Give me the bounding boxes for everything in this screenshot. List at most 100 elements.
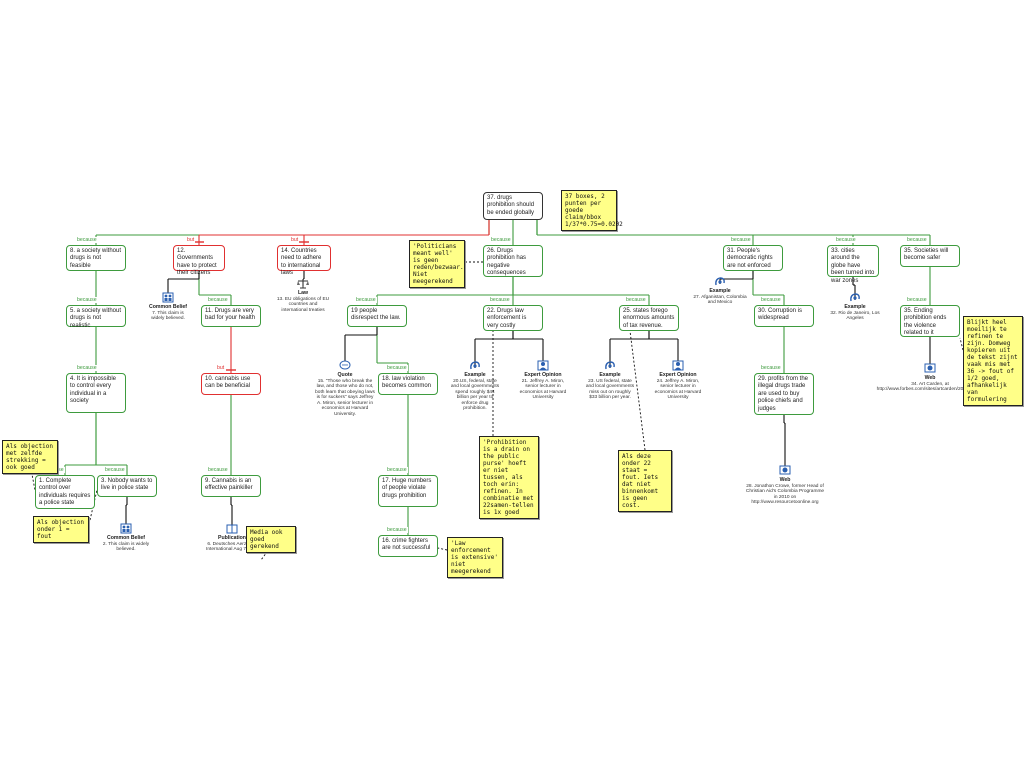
claim-text: 8. a society without drugs is not feasib… — [70, 248, 122, 269]
relation-label: because — [625, 297, 647, 303]
claim-text: 12. Governments have to protect their ci… — [177, 248, 217, 277]
claim-box-n10[interactable]: 10. cannabis use can be beneficial — [201, 373, 261, 395]
evidence-type: Example — [844, 304, 866, 310]
evidence-type: Example — [599, 372, 621, 378]
relation-label: because — [207, 467, 229, 473]
evidence-text: 34. Art Carden, at http://www.forbes.com… — [876, 381, 984, 393]
claim-text: 10. cannabis use can be beneficial — [205, 376, 251, 390]
people-icon — [162, 290, 174, 303]
evidence-text: 20.US, federal, state and local governme… — [450, 378, 500, 412]
grading-note[interactable]: 37 boxes, 2 punten per goede claim/bbox … — [561, 190, 623, 231]
evidence-type: Publication — [218, 535, 246, 541]
book-icon — [226, 521, 238, 534]
claim-text: 19 people disrespect the law. — [351, 308, 401, 322]
claim-box-n22[interactable]: 22. Drugs law enforcement is very costly — [483, 305, 543, 331]
example-icon — [849, 290, 861, 302]
claim-text: 9. Cannabis is an effective painkiller — [205, 478, 253, 492]
claim-box-n35[interactable]: 35. Societies will become safer — [900, 245, 960, 267]
evidence-text: 24. Jeffrey A. Miron, senior lecturer in… — [654, 378, 702, 401]
claim-box-n8[interactable]: 8. a society without drugs is not feasib… — [66, 245, 126, 271]
claim-box-n30[interactable]: 30. Corruption is widespread — [754, 305, 814, 327]
people-icon — [120, 521, 132, 534]
grading-note[interactable]: Als objection onder 1 = fout — [33, 516, 89, 543]
claim-box-n33[interactable]: 33. cities around the globe have been tu… — [827, 245, 879, 284]
claim-box-n5[interactable]: 5. a society without drugs is not realis… — [66, 305, 126, 329]
claim-box-n12[interactable]: 12. Governments have to protect their ci… — [173, 245, 225, 276]
example-icon — [604, 358, 616, 370]
claim-text: 35. Ending prohibition ends the violence… — [904, 308, 947, 337]
example-icon — [714, 274, 726, 286]
claim-text: 37. drugs prohibition should be ended gl… — [487, 195, 535, 216]
relation-label: because — [490, 237, 512, 243]
relation-label: because — [76, 365, 98, 371]
grading-note[interactable]: 'Politicians meant well' is geen reden/b… — [409, 240, 465, 288]
claim-box-n17[interactable]: 17. Huge numbers of people violate drugs… — [378, 475, 438, 507]
claim-box-n35b[interactable]: 35. Ending prohibition ends the violence… — [900, 305, 960, 337]
claim-box-n26[interactable]: 26. Drugs prohibition has negative conse… — [483, 245, 543, 277]
claim-box-n4[interactable]: 4. It is impossible to control every ind… — [66, 373, 126, 413]
claim-box-n19[interactable]: 19 people disrespect the law. — [347, 305, 407, 327]
relation-label: because — [489, 297, 511, 303]
grading-note[interactable]: Als deze onder 22 staat = fout. Iets dat… — [618, 450, 672, 512]
claim-text: 29. profits from the illegal drugs trade… — [758, 376, 809, 412]
example-icon — [469, 358, 481, 370]
relation-label: but — [216, 365, 226, 371]
claim-box-n18[interactable]: 18. law violation becomes common — [378, 373, 438, 395]
claim-text: 25. states forego enormous amounts of ta… — [623, 308, 675, 329]
connector — [89, 489, 98, 521]
claim-text: 22. Drugs law enforcement is very costly — [487, 308, 527, 329]
evidence-text: 15. "Those who break the law, and those … — [315, 378, 375, 418]
claim-text: 5. a society without drugs is not realis… — [70, 308, 122, 329]
claim-box-n31[interactable]: 31. People's democratic rights are not e… — [723, 245, 783, 271]
evidence-text: 7. This claim is widely believed. — [151, 310, 185, 322]
claim-box-n25[interactable]: 25. states forego enormous amounts of ta… — [619, 305, 679, 331]
evidence-text: 21. Jeffrey A. Miron, senior lecturer in… — [519, 378, 567, 401]
connector — [437, 547, 448, 551]
claim-box-n11[interactable]: 11. Drugs are very bad for your health — [201, 305, 261, 327]
claim-box-n37[interactable]: 37. drugs prohibition should be ended gl… — [483, 192, 543, 220]
evidence-text: 28. Jonathon Crowe, former Head of Chris… — [745, 483, 825, 506]
grading-note[interactable]: Als objection met zelfde strekking = ook… — [2, 440, 58, 474]
evidence-type: Expert Opinion — [524, 372, 562, 378]
claim-box-n9[interactable]: 9. Cannabis is an effective painkiller — [201, 475, 261, 497]
claim-box-n29[interactable]: 29. profits from the illegal drugs trade… — [754, 373, 814, 415]
connector — [260, 547, 271, 561]
relation-label: because — [835, 237, 857, 243]
grading-note[interactable]: Blijkt heel moeilijk te refinen te zijn.… — [963, 316, 1023, 406]
grading-note[interactable]: Media ook goed gerekend — [246, 526, 296, 553]
claim-text: 17. Huge numbers of people violate drugs… — [382, 478, 432, 499]
claim-box-n3[interactable]: 3. Nobody wants to live in police state — [97, 475, 157, 497]
relation-label: because — [906, 237, 928, 243]
claim-text: 4. It is impossible to control every ind… — [70, 376, 117, 405]
claim-text: 26. Drugs prohibition has negative conse… — [487, 248, 527, 277]
relation-label: because — [760, 365, 782, 371]
evidence-text: 6. Deutsches Aerztblatt International Au… — [205, 541, 258, 553]
relation-label: because — [386, 527, 408, 533]
evidence-type: Common Belief — [148, 304, 188, 310]
claim-text: 30. Corruption is widespread — [758, 308, 803, 322]
claim-text: 3. Nobody wants to live in police state — [101, 478, 153, 492]
claim-box-n16[interactable]: 16. crime fighters are not successful — [378, 535, 438, 557]
evidence-type: Expert Opinion — [659, 372, 697, 378]
relation-label: because — [76, 297, 98, 303]
claim-box-n14[interactable]: 14. Countries need to adhere to internat… — [277, 245, 331, 276]
claim-box-n1[interactable]: 1. Complete control over individuals req… — [35, 475, 95, 509]
grading-note[interactable]: 'Prohibition is a drain on the public pu… — [479, 436, 539, 519]
grading-note[interactable]: 'Law enforcement is extensive' niet meeg… — [447, 537, 503, 578]
relation-label: because — [386, 467, 408, 473]
evidence-type: Common Belief — [106, 535, 146, 541]
relation-label: because — [386, 365, 408, 371]
